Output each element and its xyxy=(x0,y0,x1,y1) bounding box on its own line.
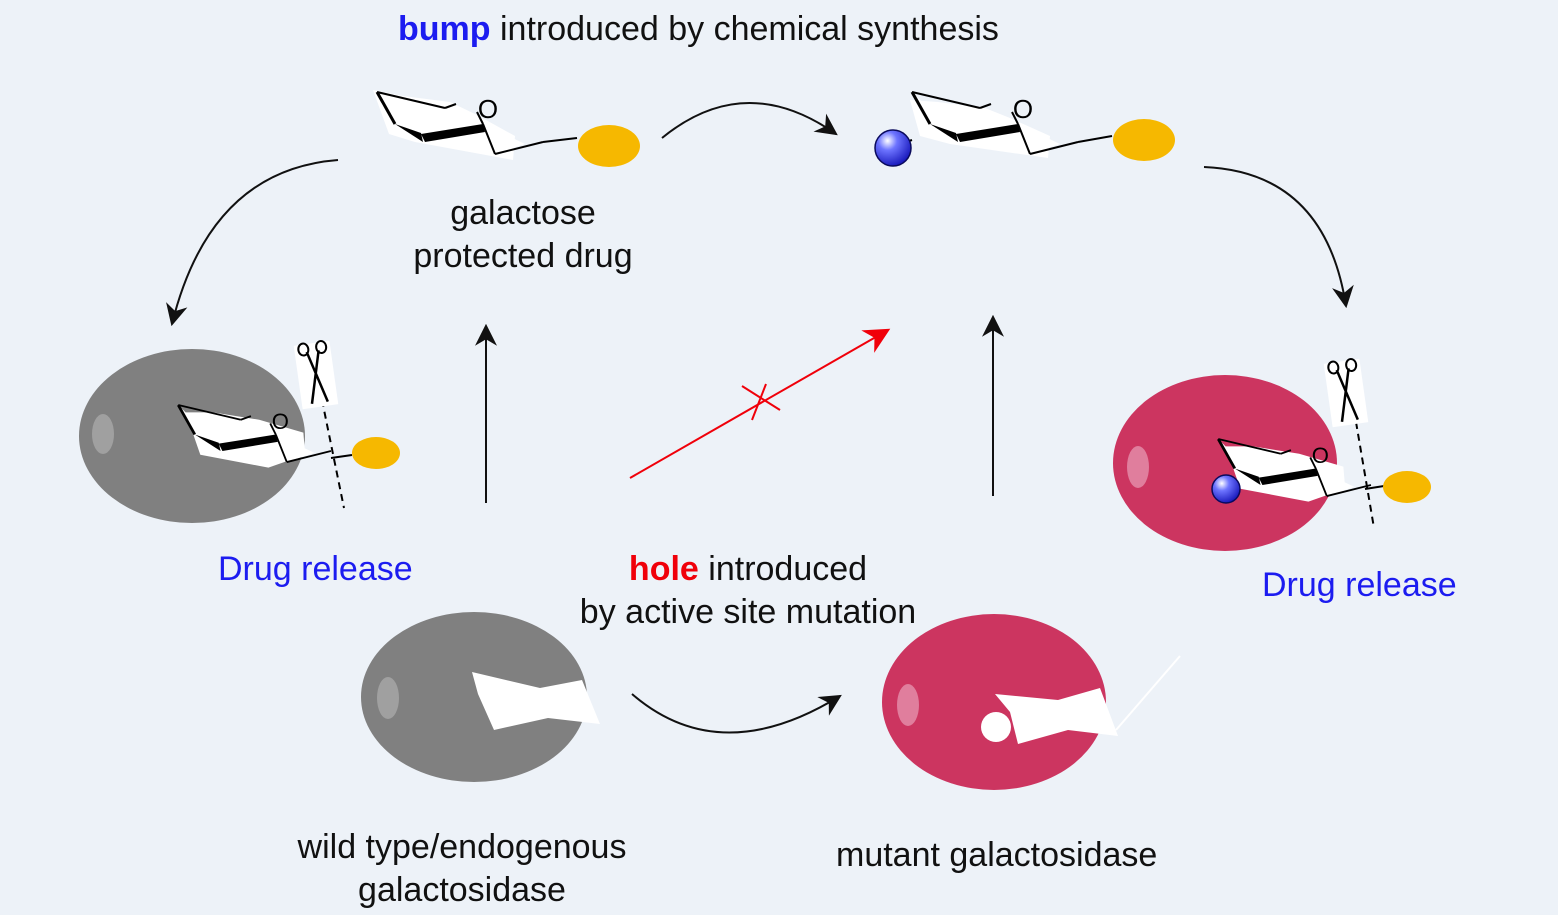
enzyme-highlight xyxy=(92,414,114,454)
galactose-label: galactose protected drug xyxy=(413,192,632,278)
blocked-arrow xyxy=(629,328,891,479)
active-site-pocket xyxy=(995,688,1118,744)
mutant-enzyme xyxy=(882,614,1181,790)
galactose-label-line2: protected drug xyxy=(413,236,633,275)
drug-oval xyxy=(578,125,640,167)
galactose-drug-conjugate-top: O xyxy=(373,90,640,167)
hole-emphasis: hole xyxy=(628,550,699,588)
mutant-label: mutant galactosidase xyxy=(836,836,1158,874)
drug-release-right-label: Drug release xyxy=(1262,566,1457,604)
arrow-to-right-release xyxy=(1203,166,1354,309)
drug-oval xyxy=(1113,119,1175,161)
bumped-galactose-drug-conjugate-top: O xyxy=(874,90,1175,167)
ring-oxygen-label: O xyxy=(1312,443,1329,468)
hole-cavity xyxy=(981,712,1011,742)
galactose-label-line1: galactose xyxy=(450,194,596,232)
bump-sphere xyxy=(1211,474,1241,504)
title-emphasis: bump xyxy=(398,10,491,48)
wild-type-enzyme-release: O xyxy=(79,340,400,523)
scissors-icon xyxy=(293,340,339,410)
hole-label-line2: by active site mutation xyxy=(579,592,917,631)
arrow-synthesis xyxy=(661,102,838,139)
enzyme-body xyxy=(79,349,305,523)
mutant-enzyme-release: O xyxy=(1113,358,1431,551)
enzyme-body xyxy=(361,612,587,782)
wild-type-label-line1: wild type/endogenous xyxy=(297,828,627,866)
ring-oxygen-label: O xyxy=(272,409,289,434)
cleavage-line xyxy=(321,399,345,509)
active-site-pocket xyxy=(472,672,600,730)
drug-oval xyxy=(352,437,400,469)
enzyme-highlight xyxy=(897,684,919,726)
reaction-arrows xyxy=(166,102,1354,734)
enzyme-highlight xyxy=(377,677,399,719)
wild-type-label-line2: galactosidase xyxy=(358,870,566,909)
wild-type-enzyme xyxy=(361,612,600,782)
bump-sphere xyxy=(874,129,912,167)
arrow-mutation xyxy=(631,693,842,734)
scissors-icon xyxy=(1323,358,1369,428)
title-text: introduced by chemical synthesis xyxy=(500,10,999,48)
arrow-to-left-release xyxy=(166,159,339,327)
drug-oval xyxy=(1383,471,1431,503)
enzyme-highlight xyxy=(1127,446,1149,488)
ring-oxygen-label: O xyxy=(1013,94,1033,124)
hole-label-line1: introduced xyxy=(708,550,868,588)
hole-label: hole introduced by active site mutation xyxy=(580,548,916,634)
drug-release-left-label: Drug release xyxy=(218,550,413,588)
cleavage-line xyxy=(1355,421,1375,529)
enzyme-body xyxy=(882,614,1106,790)
enzyme-body xyxy=(1113,375,1337,551)
wild-type-label: wild type/endogenous galactosidase xyxy=(298,826,627,912)
title-label: bump introduced by chemical synthesis xyxy=(398,8,999,51)
ring-oxygen-label: O xyxy=(478,94,498,124)
